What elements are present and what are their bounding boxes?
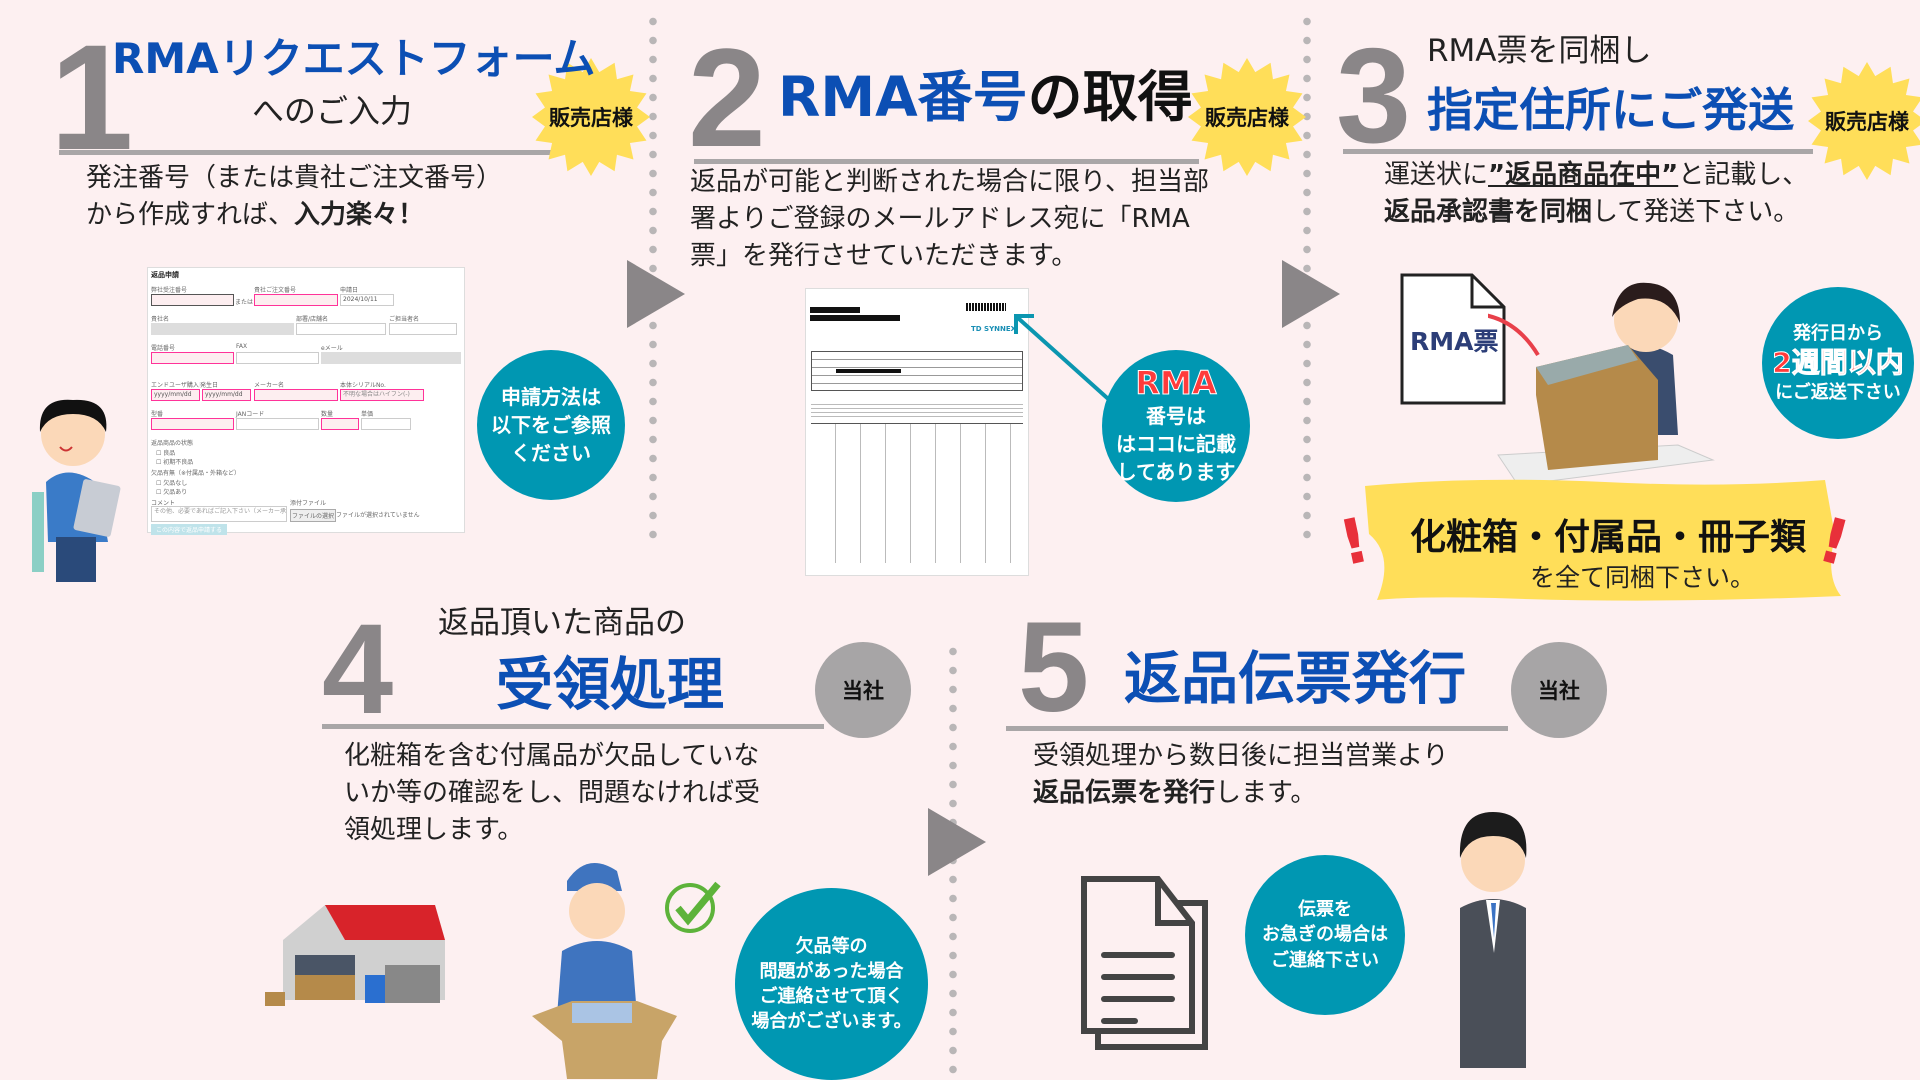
badge-our-company: 当社 xyxy=(815,642,911,738)
callout-rma-number-location: RMA 番号ははココに記載してあります xyxy=(1102,350,1250,502)
starburst-icon xyxy=(1808,62,1920,180)
badge-dealer: 販売店様 xyxy=(1808,62,1920,180)
next-arrow-icon xyxy=(1282,260,1340,328)
order-number-field[interactable] xyxy=(254,294,338,306)
callout-issue-contact: 欠品等の問題があった場合ご連絡させて頂く場合がございます。 xyxy=(735,888,928,1080)
step-title: 指定住所にご発送 xyxy=(1427,83,1795,137)
request-date-field[interactable]: 2024/10/11 xyxy=(340,294,394,306)
step-description: 運送状に”返品商品在中”と記載し、 返品承認書を同梱して発送下さい。 xyxy=(1384,160,1809,227)
step-number: 5 xyxy=(1018,596,1090,739)
callout-return-deadline: 発行日から 2週間以内 にご返送下さい xyxy=(1762,287,1914,439)
barcode xyxy=(966,303,1006,311)
next-arrow-icon xyxy=(928,808,986,876)
model-field[interactable] xyxy=(151,418,234,430)
department-field[interactable] xyxy=(296,323,386,335)
warehouse-illustration xyxy=(265,905,445,1006)
rma-slip-document: TD SYNNEX xyxy=(805,288,1029,576)
callout-refer-below: 申請方法は以下をご参照ください xyxy=(477,350,625,500)
email-field[interactable] xyxy=(321,352,461,364)
serial-field[interactable]: 不明な場合はハイフン(-) xyxy=(340,389,424,401)
company-field[interactable] xyxy=(151,323,294,335)
bowing-businessman-illustration xyxy=(1459,812,1527,1068)
woman-packing-box-illustration xyxy=(1488,282,1715,486)
step-description: 化粧箱を含む付属品が欠品していないか等の確認をし、問題なければ受領処理します。 xyxy=(344,741,761,845)
documents-icon xyxy=(1081,876,1208,1050)
person-with-tablet-illustration xyxy=(32,399,121,582)
title-underline xyxy=(1006,726,1508,731)
step-number: 4 xyxy=(322,598,394,741)
step-number: 1 xyxy=(50,13,134,181)
comment-field[interactable]: その他、必要であればご記入下さい（メーカー承認番号等） xyxy=(151,506,287,522)
pointer-arrow-icon xyxy=(1014,314,1117,407)
phone-field[interactable] xyxy=(151,352,234,364)
next-arrow-icon xyxy=(627,260,685,328)
jan-field[interactable] xyxy=(236,418,319,430)
rma-slip-icon xyxy=(1400,273,1506,405)
choose-file-button[interactable]: ファイルの選択 xyxy=(290,509,337,522)
yellow-banner xyxy=(1365,479,1841,601)
title-underline xyxy=(59,150,559,155)
badge-dealer: 販売店様 xyxy=(1188,58,1306,176)
price-field[interactable] xyxy=(361,418,411,430)
maker-field[interactable] xyxy=(254,389,338,401)
checkbox-defect[interactable]: ☐ 初期不良品 xyxy=(156,459,194,466)
step-number: 2 xyxy=(688,19,766,176)
starburst-icon xyxy=(532,58,650,176)
rma-request-form-screenshot: 返品申請 弊社受注番号 または 貴社ご注文番号 申請日 2024/10/11 貴… xyxy=(147,267,465,535)
starburst-icon xyxy=(1188,58,1306,176)
checkmark-icon xyxy=(665,881,721,933)
title-underline xyxy=(1343,149,1813,154)
badge-dealer: 販売店様 xyxy=(532,58,650,176)
submit-button[interactable]: この内容で返品申請する xyxy=(151,524,228,535)
quantity-field[interactable] xyxy=(321,418,359,430)
callout-urgent-contact: 伝票をお急ぎの場合はご連絡下さい xyxy=(1245,855,1405,1015)
step-number: 3 xyxy=(1336,20,1412,171)
step-description: 発注番号（または貴社ご注文番号） から作成すれば、入力楽々！ xyxy=(86,163,503,230)
fax-field[interactable] xyxy=(236,352,319,364)
title-underline xyxy=(322,724,824,729)
worker-checking-box-illustration xyxy=(532,863,677,1079)
step-description: 返品が可能と判断された場合に限り、担当部署よりご登録のメールアドレス宛に「RMA… xyxy=(690,167,1209,271)
checkbox-good[interactable]: ☐ 良品 xyxy=(156,450,176,457)
title-underline xyxy=(694,159,1199,164)
step-subtitle: 返品頂いた商品の xyxy=(438,605,686,641)
step-title: 返品伝票発行 xyxy=(1124,646,1466,712)
step-title: RMA番号の取得 xyxy=(778,65,1193,129)
step-subtitle: RMA票を同梱し xyxy=(1427,33,1652,69)
purchase-date-field[interactable]: yyyy/mm/dd xyxy=(151,389,200,401)
badge-our-company: 当社 xyxy=(1511,642,1607,738)
step-title: 受領処理 xyxy=(496,652,724,718)
occurrence-date-field[interactable]: yyyy/mm/dd xyxy=(202,389,251,401)
step-description: 受領処理から数日後に担当営業より 返品伝票を発行します。 xyxy=(1033,741,1449,808)
banner-sub-text: を全て同梱下さい。 xyxy=(1530,563,1756,592)
rma-slip-label: RMA票 xyxy=(1410,327,1499,356)
contact-person-field[interactable] xyxy=(389,323,457,335)
step-title: RMAリクエストフォーム xyxy=(112,34,596,83)
po-number-field[interactable] xyxy=(151,294,234,306)
step-subtitle: へのご入力 xyxy=(252,92,413,130)
checkbox-no-missing[interactable]: ☐ 欠品なし xyxy=(156,480,188,487)
checkbox-missing[interactable]: ☐ 欠品あり xyxy=(156,489,188,496)
banner-main-text: 化粧箱・付属品・冊子類 xyxy=(1409,517,1806,558)
